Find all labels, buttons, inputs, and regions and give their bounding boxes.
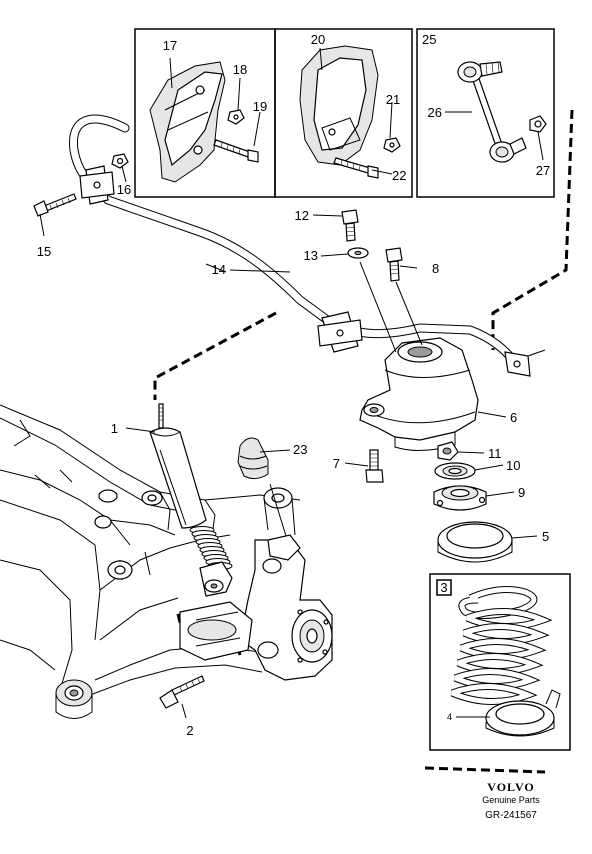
inset-frame-20 xyxy=(274,28,413,198)
bolt-15 xyxy=(33,193,77,217)
callout-7: 7 xyxy=(333,456,340,471)
top-mount-6 xyxy=(359,337,479,451)
callout-11: 11 xyxy=(488,446,502,461)
inset-20-parts xyxy=(299,45,401,179)
callout-9: 9 xyxy=(518,485,525,500)
inset-frame-3 xyxy=(429,573,571,751)
dashed-line-right xyxy=(491,109,574,350)
callout-16: 16 xyxy=(117,182,131,197)
bolt-7 xyxy=(365,449,384,483)
callout-18: 18 xyxy=(233,62,247,77)
spring-coils xyxy=(450,607,553,706)
dashed-line-left xyxy=(153,311,277,400)
nut-11 xyxy=(437,441,459,461)
volvo-logo-text: VOLVO xyxy=(487,780,534,794)
callout-3: 3 xyxy=(440,580,447,595)
callout-10: 10 xyxy=(506,458,520,473)
callout-19: 19 xyxy=(253,99,267,114)
callout-8: 8 xyxy=(432,261,439,276)
bump-stop-23 xyxy=(237,437,269,480)
shock-bellows xyxy=(189,526,233,570)
washer-13 xyxy=(347,247,369,259)
inset-frames xyxy=(134,28,571,751)
inset-17-parts xyxy=(149,61,259,183)
spring-coil-turn xyxy=(451,683,535,705)
dashed-line-bottom xyxy=(424,766,546,774)
coil-spring xyxy=(450,586,553,706)
callout-15: 15 xyxy=(37,244,51,259)
leader-lines xyxy=(39,47,544,719)
callout-22: 22 xyxy=(392,168,406,183)
shock-absorber-1 xyxy=(149,403,233,597)
bearing-9 xyxy=(433,485,487,511)
inset-25-parts xyxy=(457,61,547,163)
bolt-8 xyxy=(385,247,403,282)
callout-20: 20 xyxy=(311,32,325,47)
callout-27: 27 xyxy=(536,163,550,178)
callout-14: 14 xyxy=(212,262,226,277)
spring-seat-5 xyxy=(437,521,513,563)
callout-12: 12 xyxy=(295,208,309,223)
inset-frame-25 xyxy=(416,28,555,198)
inset-label-box-3 xyxy=(436,579,452,596)
spring-pad-4 xyxy=(485,689,561,737)
callout-5: 5 xyxy=(542,529,549,544)
footer: VOLVO Genuine Parts GR-241567 xyxy=(482,780,540,821)
callout-23: 23 xyxy=(293,442,307,457)
bolt-2 xyxy=(159,675,205,709)
callout-17: 17 xyxy=(163,38,177,53)
stabilizer-bar xyxy=(69,114,546,377)
callouts: 1 2 3 4 5 6 7 8 9 10 11 12 13 14 15 16 1… xyxy=(37,32,550,738)
callout-21: 21 xyxy=(386,92,400,107)
callout-2: 2 xyxy=(186,723,193,738)
callout-4: 4 xyxy=(447,712,452,722)
genuine-parts-text: Genuine Parts xyxy=(482,795,540,805)
callout-6: 6 xyxy=(510,410,517,425)
washer-10 xyxy=(434,462,476,480)
nut-16 xyxy=(111,153,129,169)
callout-13: 13 xyxy=(304,248,318,263)
diagram-reference: GR-241567 xyxy=(485,810,537,821)
callout-25: 25 xyxy=(422,32,436,47)
subframe-assembly xyxy=(0,404,333,719)
callout-1: 1 xyxy=(111,421,118,436)
callout-26: 26 xyxy=(428,105,442,120)
bolt-12 xyxy=(341,209,359,242)
